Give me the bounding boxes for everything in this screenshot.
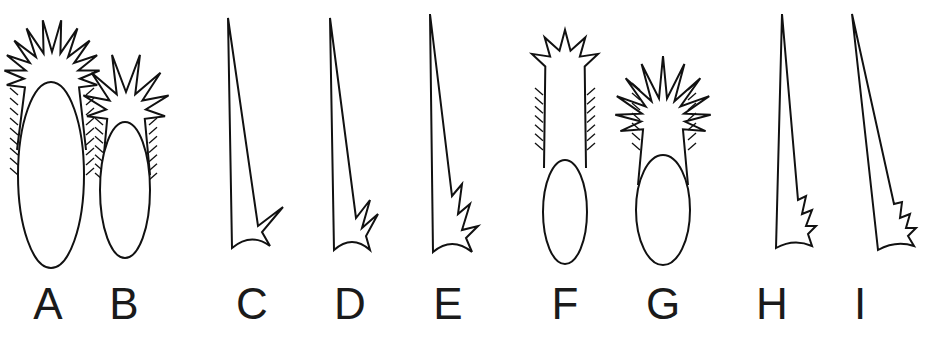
spine-drawing xyxy=(330,18,378,250)
hair-stroke xyxy=(95,118,103,125)
seed-body xyxy=(543,160,587,264)
hair-stroke xyxy=(535,88,543,95)
panel-label: A xyxy=(33,282,62,326)
hair-stroke xyxy=(587,116,595,123)
hair-stroke xyxy=(688,123,696,130)
hair-stroke xyxy=(10,118,18,125)
hair-stroke xyxy=(86,168,94,175)
spine-drawing xyxy=(430,14,478,252)
hair-stroke xyxy=(86,138,94,145)
hair-stroke xyxy=(632,133,640,140)
spine-drawing xyxy=(776,14,816,248)
panel-label: E xyxy=(433,282,462,326)
hair-stroke xyxy=(632,83,640,90)
hair-stroke xyxy=(587,143,595,150)
hair-stroke xyxy=(632,113,640,120)
panel-label: H xyxy=(756,282,788,326)
hair-stroke xyxy=(632,93,640,100)
hair-stroke xyxy=(10,158,18,165)
hair-stroke xyxy=(587,134,595,141)
hair-stroke xyxy=(587,106,595,113)
panel-label: C xyxy=(236,282,268,326)
spine-drawing xyxy=(852,14,916,250)
hair-stroke xyxy=(632,103,640,110)
hair-stroke xyxy=(86,128,94,135)
hair-stroke xyxy=(688,103,696,110)
hair-stroke xyxy=(95,146,103,153)
hair-stroke xyxy=(86,158,94,165)
hair-stroke xyxy=(149,127,157,134)
panel-label: F xyxy=(552,282,579,326)
hair-stroke xyxy=(688,113,696,120)
hair-stroke xyxy=(535,143,543,150)
crown-outline xyxy=(532,30,598,168)
hair-stroke xyxy=(10,88,18,95)
hair-stroke xyxy=(688,143,696,150)
hair-stroke xyxy=(535,125,543,132)
hair-stroke xyxy=(95,136,103,143)
hair-stroke xyxy=(535,106,543,113)
panel-label: B xyxy=(109,282,138,326)
hair-stroke xyxy=(10,128,18,135)
hair-stroke xyxy=(149,155,157,162)
hair-stroke xyxy=(632,123,640,130)
seed-body xyxy=(18,82,84,268)
hair-stroke xyxy=(149,118,157,125)
hair-stroke xyxy=(86,148,94,155)
panel-label: D xyxy=(334,282,366,326)
hair-stroke xyxy=(149,146,157,153)
hair-stroke xyxy=(587,97,595,104)
hair-stroke xyxy=(587,125,595,132)
hair-stroke xyxy=(688,93,696,100)
hair-stroke xyxy=(10,148,18,155)
hair-stroke xyxy=(535,97,543,104)
hair-stroke xyxy=(587,88,595,95)
hair-stroke xyxy=(535,134,543,141)
hair-stroke xyxy=(10,168,18,175)
hair-stroke xyxy=(688,133,696,140)
hair-stroke xyxy=(149,136,157,143)
seed-body xyxy=(100,122,150,258)
hair-stroke xyxy=(95,127,103,134)
hair-stroke xyxy=(86,108,94,115)
hair-stroke xyxy=(10,98,18,105)
hair-stroke xyxy=(86,118,94,125)
hair-stroke xyxy=(632,143,640,150)
panel-label: G xyxy=(646,282,680,326)
spine-drawing xyxy=(228,18,283,248)
hair-stroke xyxy=(10,108,18,115)
hair-stroke xyxy=(149,164,157,171)
hair-stroke xyxy=(688,83,696,90)
seed-body xyxy=(636,155,690,265)
hair-stroke xyxy=(10,138,18,145)
hair-stroke xyxy=(535,116,543,123)
hair-stroke xyxy=(86,88,94,95)
hair-stroke xyxy=(86,98,94,105)
panel-label: I xyxy=(854,282,866,326)
